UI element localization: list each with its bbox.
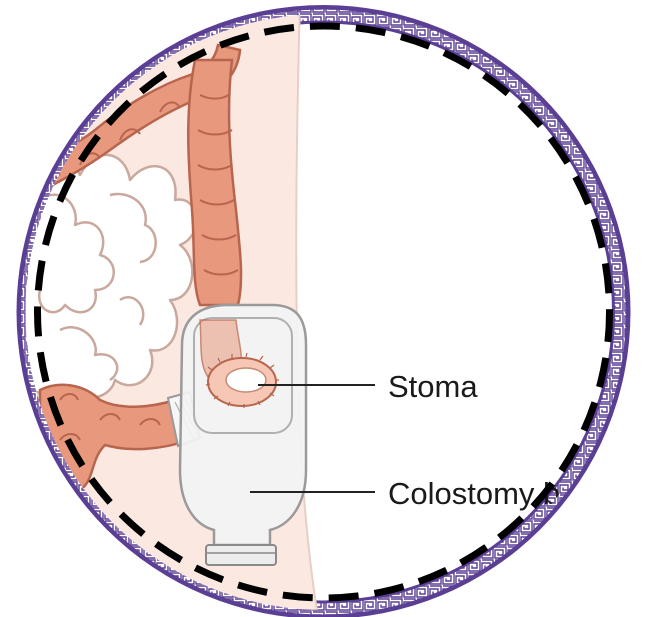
stoma-label: Stoma <box>388 369 478 404</box>
